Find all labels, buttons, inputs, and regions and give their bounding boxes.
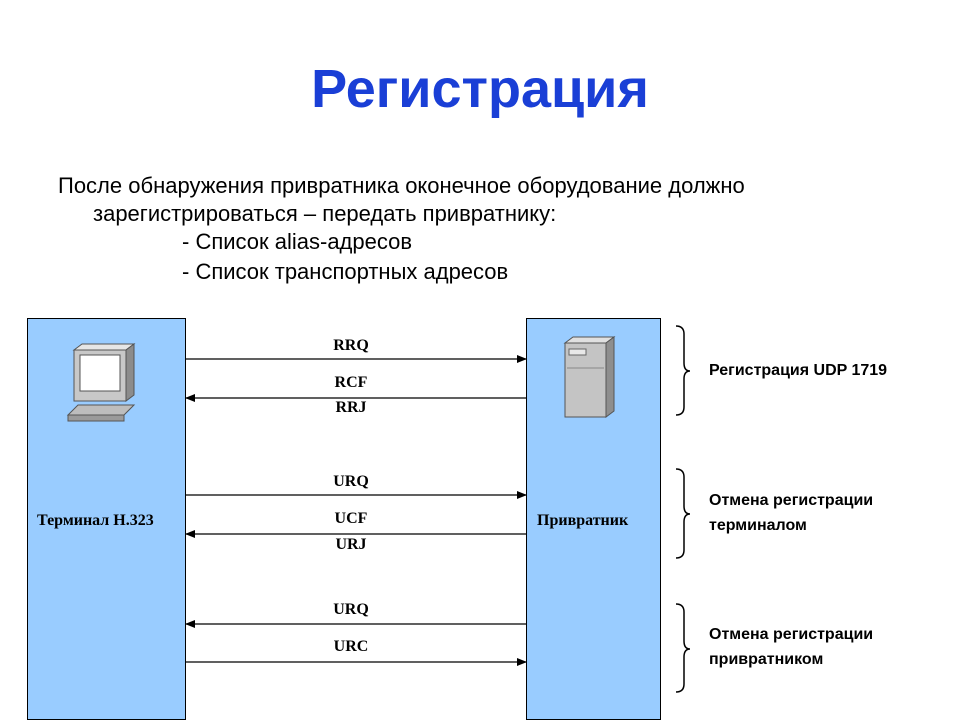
- msg-ucf: UCF: [334, 510, 368, 527]
- msg-urq-2: URQ: [333, 601, 369, 618]
- note-terminal-unreg: Отмена регистрации терминалом: [709, 488, 873, 538]
- intro-line-1: После обнаружения привратника оконечное …: [58, 173, 745, 198]
- computer-icon: [66, 343, 136, 422]
- note-gatekeeper-unreg: Отмена регистрации привратником: [709, 622, 873, 672]
- msg-rcf: RCF: [334, 374, 368, 391]
- bullet-alias: - Список alias-адресов: [182, 229, 413, 254]
- note-gatekeeper-unreg-line1: Отмена регистрации: [709, 626, 874, 643]
- msg-rrj: RRJ: [335, 399, 367, 416]
- msg-rrq: RRQ: [333, 337, 369, 354]
- msg-urc: URC: [333, 638, 369, 655]
- note-terminal-unreg-line1: Отмена регистрации: [709, 492, 874, 509]
- note-terminal-unreg-line2: терминалом: [709, 517, 807, 534]
- note-registration: Регистрация UDP 1719: [709, 362, 888, 379]
- brace-terminal-unreg: [675, 468, 691, 559]
- brace-gatekeeper-unreg: [675, 603, 691, 693]
- intro-text: После обнаружения привратника оконечное …: [58, 172, 745, 228]
- group-braces: [675, 325, 691, 693]
- brace-registration: [675, 325, 691, 416]
- gatekeeper-label: Привратник: [537, 512, 629, 529]
- note-gatekeeper-unreg-line2: привратником: [709, 651, 824, 668]
- message-arrows: [185, 355, 527, 666]
- msg-urj: URJ: [335, 536, 367, 553]
- bullet-transport: - Список транспортных адресов: [182, 259, 509, 284]
- page-title: Регистрация: [311, 59, 649, 119]
- intro-line-2: зарегистрироваться – передать привратник…: [93, 201, 557, 226]
- server-icon: [563, 336, 616, 418]
- terminal-label: Терминал H.323: [37, 512, 154, 529]
- msg-urq-1: URQ: [333, 473, 369, 490]
